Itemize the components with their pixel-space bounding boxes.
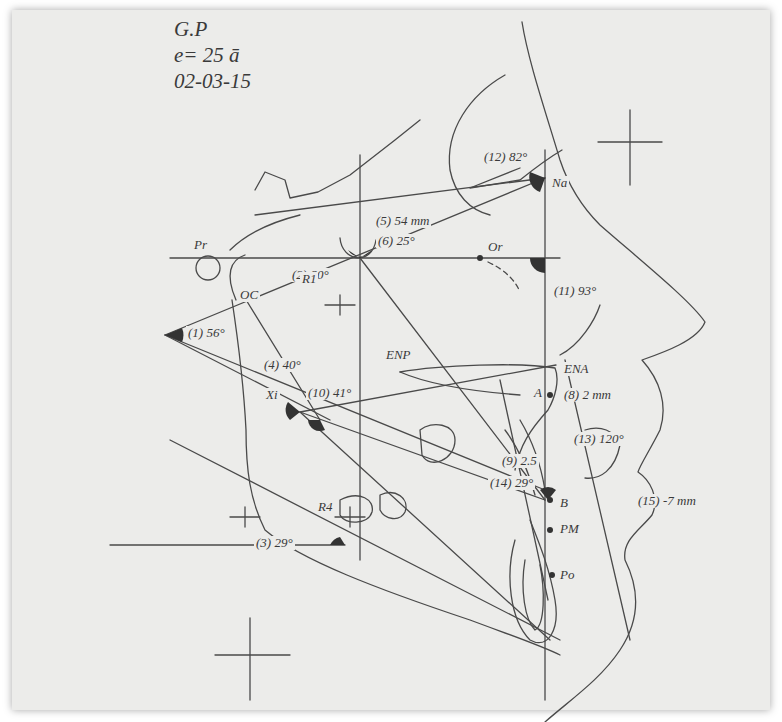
tracing-path — [523, 560, 543, 630]
tracing-path — [522, 22, 705, 722]
handwritten-age: e= 25 ā — [172, 44, 242, 67]
tracing-line — [300, 412, 545, 500]
landmark-label: Or — [486, 240, 504, 254]
tracing-line — [215, 654, 290, 655]
tracing-path — [165, 328, 183, 342]
tracing-path — [560, 305, 600, 355]
handwritten-date: 02-03-15 — [172, 70, 253, 93]
measurement-label: (6) 25° — [376, 234, 417, 248]
measurement-label: (14) 29° — [488, 476, 535, 490]
landmark-label: Xi — [264, 388, 280, 402]
tracing-path — [340, 496, 372, 522]
handwritten-initials: G.P — [172, 18, 209, 41]
tracing-path — [286, 402, 300, 420]
measurement-label: (11) 93° — [552, 284, 598, 298]
tracing-g — [165, 172, 556, 578]
tracing-line — [360, 258, 545, 500]
tracing-circle — [547, 527, 553, 533]
measurement-label: (12) 82° — [482, 150, 529, 164]
tracing-line — [300, 365, 556, 412]
measurement-label: (10) 41° — [306, 386, 353, 400]
tracing-line — [240, 290, 320, 420]
tracing-line — [165, 335, 330, 420]
tracing-line — [349, 507, 350, 527]
tracing-path — [530, 258, 545, 273]
tracing-line — [170, 257, 560, 258]
landmark-label: ENP — [384, 348, 413, 362]
tracing-path — [400, 365, 557, 470]
tracing-line — [598, 141, 662, 142]
tracing-line — [255, 178, 545, 215]
tracing-path — [529, 172, 545, 192]
tracing-g — [110, 22, 705, 722]
landmark-label: A — [532, 386, 544, 400]
landmark-label: OC — [238, 288, 260, 302]
tracing-circle — [549, 572, 555, 578]
measurement-label: (13) 120° — [572, 432, 626, 446]
landmark-label: ENA — [562, 362, 591, 376]
landmark-label: Na — [550, 176, 569, 190]
tracing-path — [308, 420, 325, 431]
tracing-circle — [547, 497, 553, 503]
measurement-label: (3) 29° — [254, 536, 295, 550]
tracing-path — [230, 215, 300, 250]
tracing-line — [165, 178, 545, 335]
measurement-label: (8) 2 mm — [562, 388, 613, 402]
measurement-label: (4) 40° — [262, 358, 303, 372]
landmark-label: Po — [558, 568, 576, 582]
tracing-path — [449, 75, 505, 215]
tracing-line — [359, 155, 360, 560]
tracing-path — [255, 120, 420, 198]
tracing-line — [110, 544, 345, 545]
landmark-label: R4 — [316, 500, 334, 514]
tracing-line — [339, 295, 340, 315]
measurement-label: (5) 54 mm — [374, 214, 431, 228]
measurement-label: (1) 56° — [186, 326, 227, 340]
tracing-circle — [547, 392, 553, 398]
tracing-path — [488, 262, 520, 292]
landmark-label: B — [558, 496, 570, 510]
tracing-line — [544, 150, 545, 700]
tracing-path — [330, 537, 345, 545]
measurement-label: (15) -7 mm — [636, 494, 698, 508]
tracing-line — [629, 110, 630, 185]
tracing-path — [232, 300, 560, 655]
tracing-line — [170, 440, 560, 640]
tracing-circle — [196, 256, 220, 280]
tracing-path — [348, 250, 372, 258]
tracing-circle — [477, 255, 483, 261]
tracing-line — [244, 507, 245, 527]
landmark-label: Pr — [192, 238, 209, 252]
measurement-label: (9) 2.5 — [500, 454, 539, 468]
landmark-label: PM — [558, 522, 581, 536]
landmark-label: R1 — [300, 272, 318, 286]
tracing-line — [300, 412, 550, 640]
tracing-line — [249, 618, 250, 700]
